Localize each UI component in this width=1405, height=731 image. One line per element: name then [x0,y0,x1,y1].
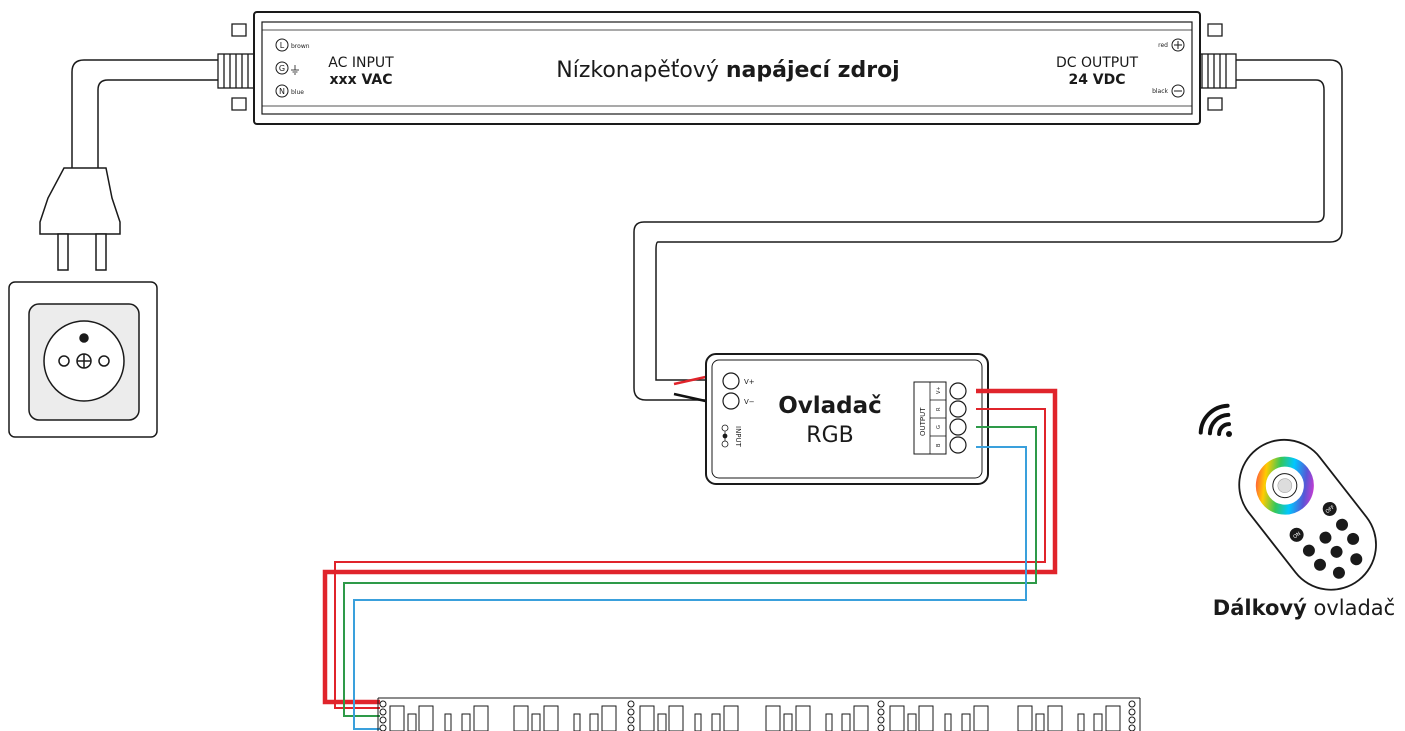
dc-cable [633,59,1343,401]
psu-output-terminals: red black [1152,38,1185,98]
ac-input-value: xxx VAC [330,72,393,88]
controller-vminus-label: V− [744,398,755,406]
dc-wire-ends [673,374,711,404]
psu-title: Nízkonapěťový napájecí zdroj [556,58,899,83]
led-strip-segment [639,705,869,731]
controller-subtitle: RGB [806,423,853,448]
wireless-signal-icon [1198,403,1232,437]
led-strip [377,697,1141,731]
remote-off-button: OFF [1325,504,1336,515]
controller-output-label: OUTPUT [919,407,927,436]
wall-socket [8,281,158,438]
mains-cable [71,59,218,168]
controller-title: Ovladač [778,393,882,419]
ac-input-label: AC INPUT [328,55,394,71]
dc-output-label: DC OUTPUT [1056,55,1139,71]
psu-input-terminals: L brown G N blue [275,38,310,98]
remote-control: ON OFF [1238,438,1377,591]
psu-left-gland [217,23,259,111]
psu-right-gland [1195,23,1237,111]
psu-body [253,11,1201,125]
controller-vplus-label: V+ [744,378,755,386]
output-pin-vplus: V+ [936,386,942,394]
rgb-wires [322,388,1058,730]
led-strip-segment [389,705,617,731]
terminal-G-label: G [279,64,285,73]
ground-icon [291,65,299,75]
power-plug [39,167,121,271]
remote-label: Dálkový ovladač [1213,596,1395,620]
output-pin-g: G [936,425,942,429]
wire-red [334,408,1046,709]
power-supply: L brown G N blue AC INPUT xxx VAC Nízkon… [217,11,1237,125]
dc-polarity-icon [721,424,729,448]
color-wheel-icon [1255,456,1314,515]
output-pin-r: R [936,407,942,411]
led-strip-segment [889,705,1121,731]
wire-brown-label: brown [291,43,310,50]
wire-red-label: red [1158,42,1168,49]
wire-green [343,426,1037,717]
remote-buttons [1289,501,1363,579]
output-pin-b: B [936,443,942,447]
rgb-controller: V+ V− INPUT Ovladač RGB OUTPUT V+ R G B [705,353,989,485]
wire-black-label: black [1152,88,1168,95]
wire-blue [353,446,1027,730]
dc-output-value: 24 VDC [1068,72,1125,88]
remote-on-button: ON [1292,531,1302,541]
wire-blue-label: blue [291,89,304,96]
terminal-L-label: L [280,41,285,50]
terminal-N-label: N [279,87,285,96]
controller-input-label: INPUT [734,426,742,448]
